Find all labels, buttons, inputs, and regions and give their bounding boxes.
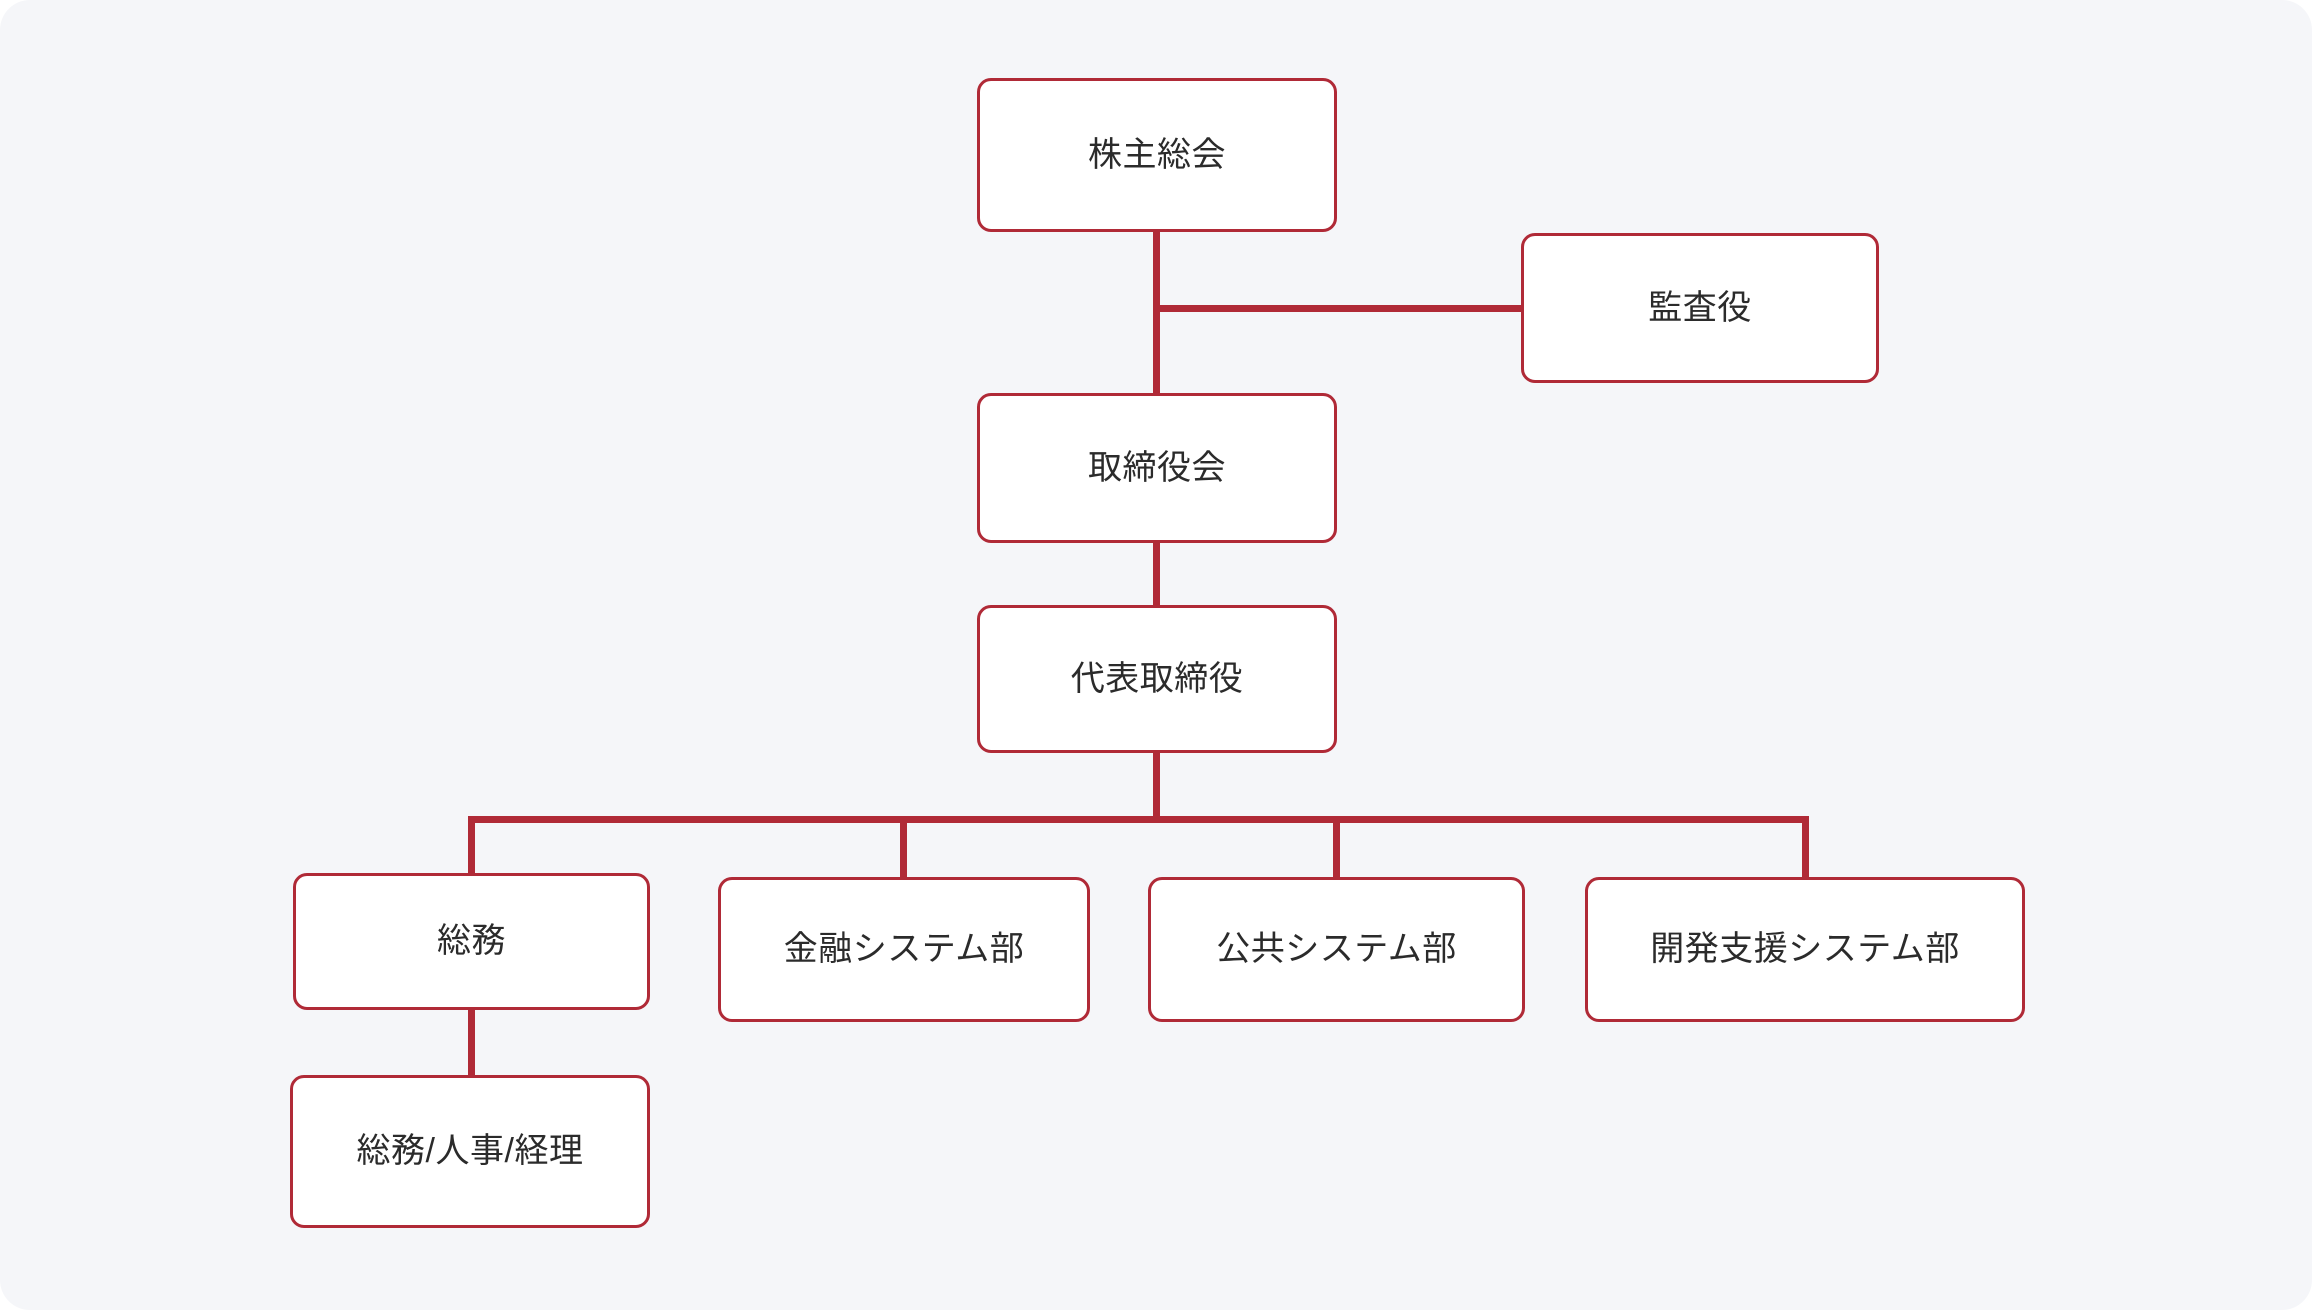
org-node-label: 開発支援システム部 (1650, 930, 1960, 969)
org-node-label: 総務/人事/経理 (356, 1132, 584, 1171)
org-node-label: 代表取締役 (1070, 659, 1244, 698)
connector-general-to-ga-hr-acct (468, 1008, 475, 1078)
org-node-board-of-directors[interactable]: 取締役会 (977, 393, 1337, 543)
connector-bus-to-finance-sys (900, 816, 907, 880)
org-node-label: 総務 (437, 922, 506, 961)
connector-bus-line (468, 816, 1808, 823)
org-node-representative-director[interactable]: 代表取締役 (977, 605, 1337, 753)
connector-ceo-dropline (1153, 751, 1160, 823)
connector-bus-to-public-sys (1333, 816, 1340, 880)
org-node-auditor[interactable]: 監査役 (1521, 233, 1879, 383)
org-node-development-support-systems-dept[interactable]: 開発支援システム部 (1585, 877, 2025, 1022)
connector-bus-to-general (468, 816, 475, 876)
connector-shareholders-to-auditor (1153, 305, 1525, 312)
org-node-financial-systems-dept[interactable]: 金融システム部 (718, 877, 1090, 1022)
org-node-shareholders-meeting[interactable]: 株主総会 (977, 78, 1337, 232)
org-node-label: 取締役会 (1088, 448, 1226, 487)
org-node-general-affairs[interactable]: 総務 (293, 873, 650, 1010)
org-node-label: 公共システム部 (1216, 930, 1457, 969)
org-node-label: 金融システム部 (783, 930, 1025, 969)
connector-bus-to-devsupport-sys (1802, 816, 1809, 880)
org-node-public-systems-dept[interactable]: 公共システム部 (1148, 877, 1525, 1022)
connector-shareholders-to-board (1153, 230, 1160, 395)
org-node-label: 監査役 (1648, 288, 1752, 327)
connector-board-to-ceo (1153, 541, 1160, 607)
org-node-label: 株主総会 (1088, 135, 1226, 174)
org-node-general-affairs-hr-accounting[interactable]: 総務/人事/経理 (290, 1075, 650, 1228)
